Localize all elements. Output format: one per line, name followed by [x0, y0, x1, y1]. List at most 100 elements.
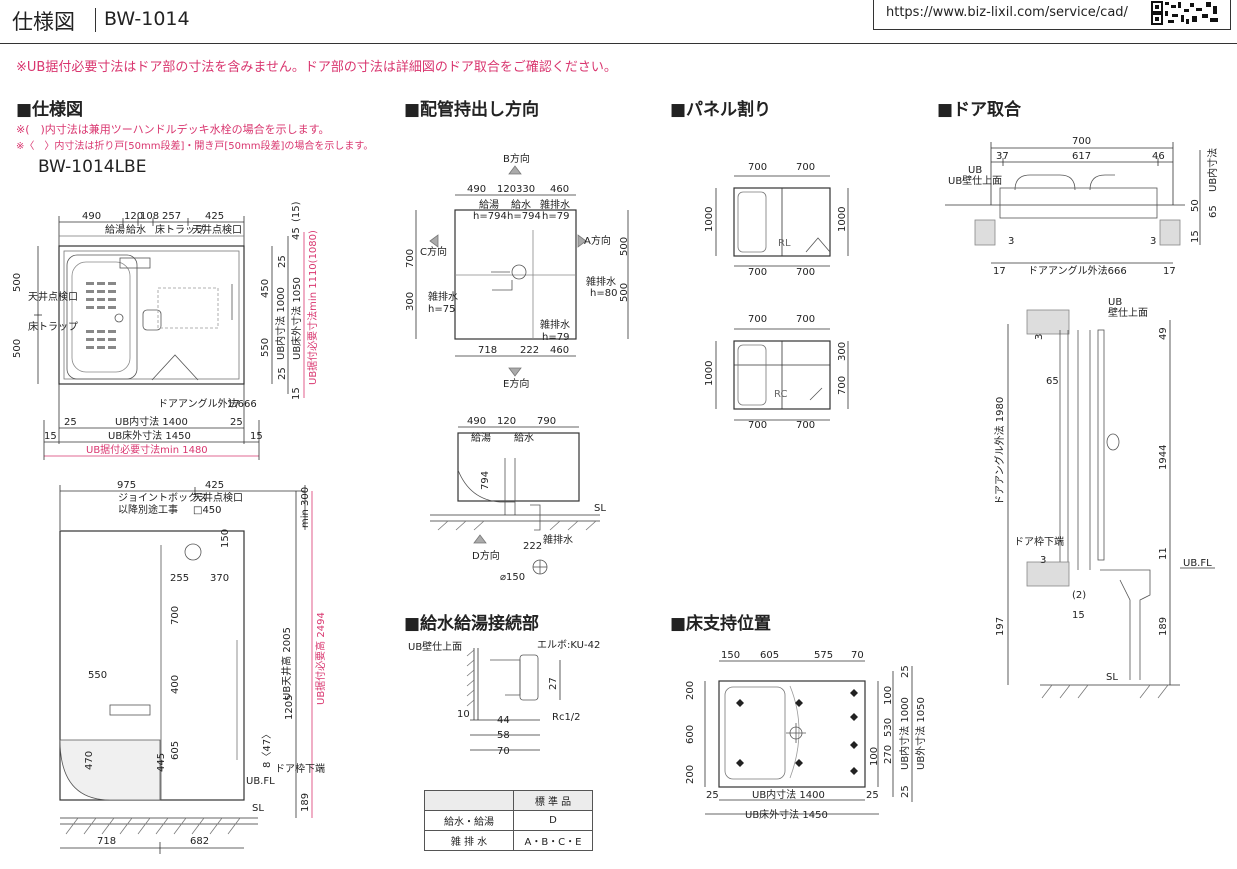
p-dim-460-b: 460: [550, 345, 569, 356]
d-65: 65: [1208, 205, 1219, 218]
dim-450: 450: [260, 279, 271, 298]
dim-25-top: 25: [277, 255, 288, 268]
table-row-drain-label: 雑 排 水: [424, 830, 514, 851]
panel-labels: 700 700 1000 1000 700 700 RL 700 700 100…: [704, 162, 848, 431]
s-phi150: ⌀150: [500, 572, 525, 583]
table-row-drain-value: A・B・C・E: [513, 830, 593, 851]
d-37: 37: [996, 151, 1009, 162]
f-600: 600: [685, 725, 696, 744]
table-row-supply-value: D: [513, 810, 593, 831]
rl-label: RL: [778, 238, 791, 249]
panel-layout-view: [715, 175, 849, 421]
ub-install-height: UB据付必要高 2494: [314, 612, 327, 705]
label-hot: 給湯: [105, 223, 125, 236]
min-300: min 300: [300, 487, 311, 528]
s-dim-490: 490: [467, 416, 486, 427]
ds-15: 15: [1072, 610, 1085, 621]
ds-ubfl: UB.FL: [1183, 558, 1212, 569]
url-box: [873, 0, 1231, 30]
dim-257: 257: [162, 211, 181, 222]
qr-code-icon: [1150, 0, 1222, 26]
ds-2: (2): [1072, 590, 1086, 601]
rl-left: 1000: [704, 207, 715, 232]
label-ceiling-hatch: 天井点検口: [192, 223, 242, 236]
ds-angle-h: ドアアングル外法 1980: [993, 397, 1006, 505]
p-hot-h: h=794: [473, 211, 507, 222]
d-wall: UB壁仕上面: [948, 174, 1002, 187]
spec-elevation-labels: 975 425 ジョイントボックス 以降別途工事 天井点検口 □450 min …: [84, 480, 327, 847]
spec-model: BW-1014LBE: [38, 157, 147, 177]
f-70: 70: [851, 650, 864, 661]
table-header-standard: 標 準 品: [513, 790, 593, 811]
spec-elevation-view: [59, 485, 313, 854]
dim-425: 425: [205, 211, 224, 222]
dim-189-e: 189: [300, 793, 311, 812]
f-25-b: 25: [900, 785, 911, 798]
floor-labels: 150 605 575 70 200 600 200 25 100 530 27…: [685, 650, 927, 821]
p-dim-120: 120: [497, 184, 516, 195]
dim-470: 470: [84, 751, 95, 770]
p-hot: 給湯: [479, 198, 499, 211]
ub-fl: UB.FL: [246, 776, 275, 787]
rc-bot-2: 700: [796, 420, 815, 431]
d-3r: 3: [1150, 236, 1156, 247]
ceil-hatch: 天井点検口: [193, 491, 243, 504]
spec-note-2: ※〈 〉内寸法は折り戸[50mm段差]・開き戸[50mm段差]の場合を示します。: [16, 141, 374, 152]
ceil-hatch-size: □450: [193, 505, 222, 516]
supply-labels: UB壁仕上面 エルボ:KU-42 27 Rc1/2 10 44 58 70: [408, 639, 600, 757]
label-cold: 給水: [126, 223, 146, 236]
install-notice: ※UB据付必要寸法はドア部の寸法を含みません。ドア部の寸法は詳細図のドア取合をご…: [16, 60, 617, 75]
ds-189: 189: [1158, 617, 1169, 636]
floor-support-view: [704, 660, 913, 815]
p-drain-right: 雑排水: [586, 275, 616, 288]
d-ub-inner: UB内寸法: [1206, 148, 1219, 192]
f-100-a: 100: [883, 686, 894, 705]
p-dim-222: 222: [520, 345, 539, 356]
dim-605: 605: [170, 741, 181, 760]
spec-plan-labels: 490 120 108 257 425 給湯 給水 床トラップ 天井点検口 50…: [12, 201, 319, 456]
sup-10: 10: [457, 709, 470, 720]
ds-wall: 壁仕上面: [1108, 306, 1148, 319]
f-ub-outer: UB外寸法 1050: [914, 697, 927, 770]
rc-top-1: 700: [748, 314, 767, 325]
cad-url-link[interactable]: https://www.biz-lixil.com/service/cad/: [886, 5, 1128, 20]
header-divider: [95, 8, 96, 32]
d-17r: 17: [1163, 266, 1176, 277]
f-ub-outer-w: UB床外寸法 1450: [745, 808, 828, 821]
dim-15-paren: (15): [291, 201, 302, 222]
p-dim-300: 300: [405, 292, 416, 311]
ds-65: 65: [1046, 376, 1059, 387]
dim-25-right: 25: [230, 417, 243, 428]
piping-plan-view: [415, 165, 629, 575]
sup-elbow: エルボ:KU-42: [537, 639, 600, 651]
p-dim-718: 718: [478, 345, 497, 356]
dim-975: 975: [117, 480, 136, 491]
ds-197: 197: [995, 617, 1006, 636]
dim-700-e: 700: [170, 606, 181, 625]
f-25-l: 25: [706, 790, 719, 801]
standard-parts-table: 標 準 品 給水・給湯 D 雑 排 水 A・B・C・E: [424, 790, 593, 851]
rc-left: 1000: [704, 361, 715, 386]
door-angle: ドアアングル外法666: [158, 397, 257, 410]
ds-frame: ドア枠下端: [1014, 535, 1064, 548]
dir-d: D方向: [472, 549, 500, 562]
supply-heading: ■給水給湯接続部: [404, 614, 540, 634]
dim-718-e: 718: [97, 836, 116, 847]
f-605: 605: [760, 650, 779, 661]
d-15: 15: [1190, 230, 1201, 243]
dim-550: 550: [260, 338, 271, 357]
p-drain-top: 雑排水: [540, 198, 570, 211]
rc-bot-1: 700: [748, 420, 767, 431]
rl-bot-1: 700: [748, 267, 767, 278]
spec-note-1: ※( )内寸法は兼用ツーハンドルデッキ水栓の場合を示します。: [16, 123, 330, 136]
door-heading: ■ドア取合: [937, 100, 1022, 120]
dim-255: 255: [170, 573, 189, 584]
ds-1944: 1944: [1158, 445, 1169, 470]
f-150: 150: [721, 650, 740, 661]
s-hot: 給湯: [471, 431, 491, 444]
label-ceiling: 天井点検口: [28, 290, 78, 303]
sup-70: 70: [497, 746, 510, 757]
f-100-b: 100: [869, 747, 880, 766]
ub-install-width: UB据付必要寸法min 1480: [86, 443, 208, 456]
